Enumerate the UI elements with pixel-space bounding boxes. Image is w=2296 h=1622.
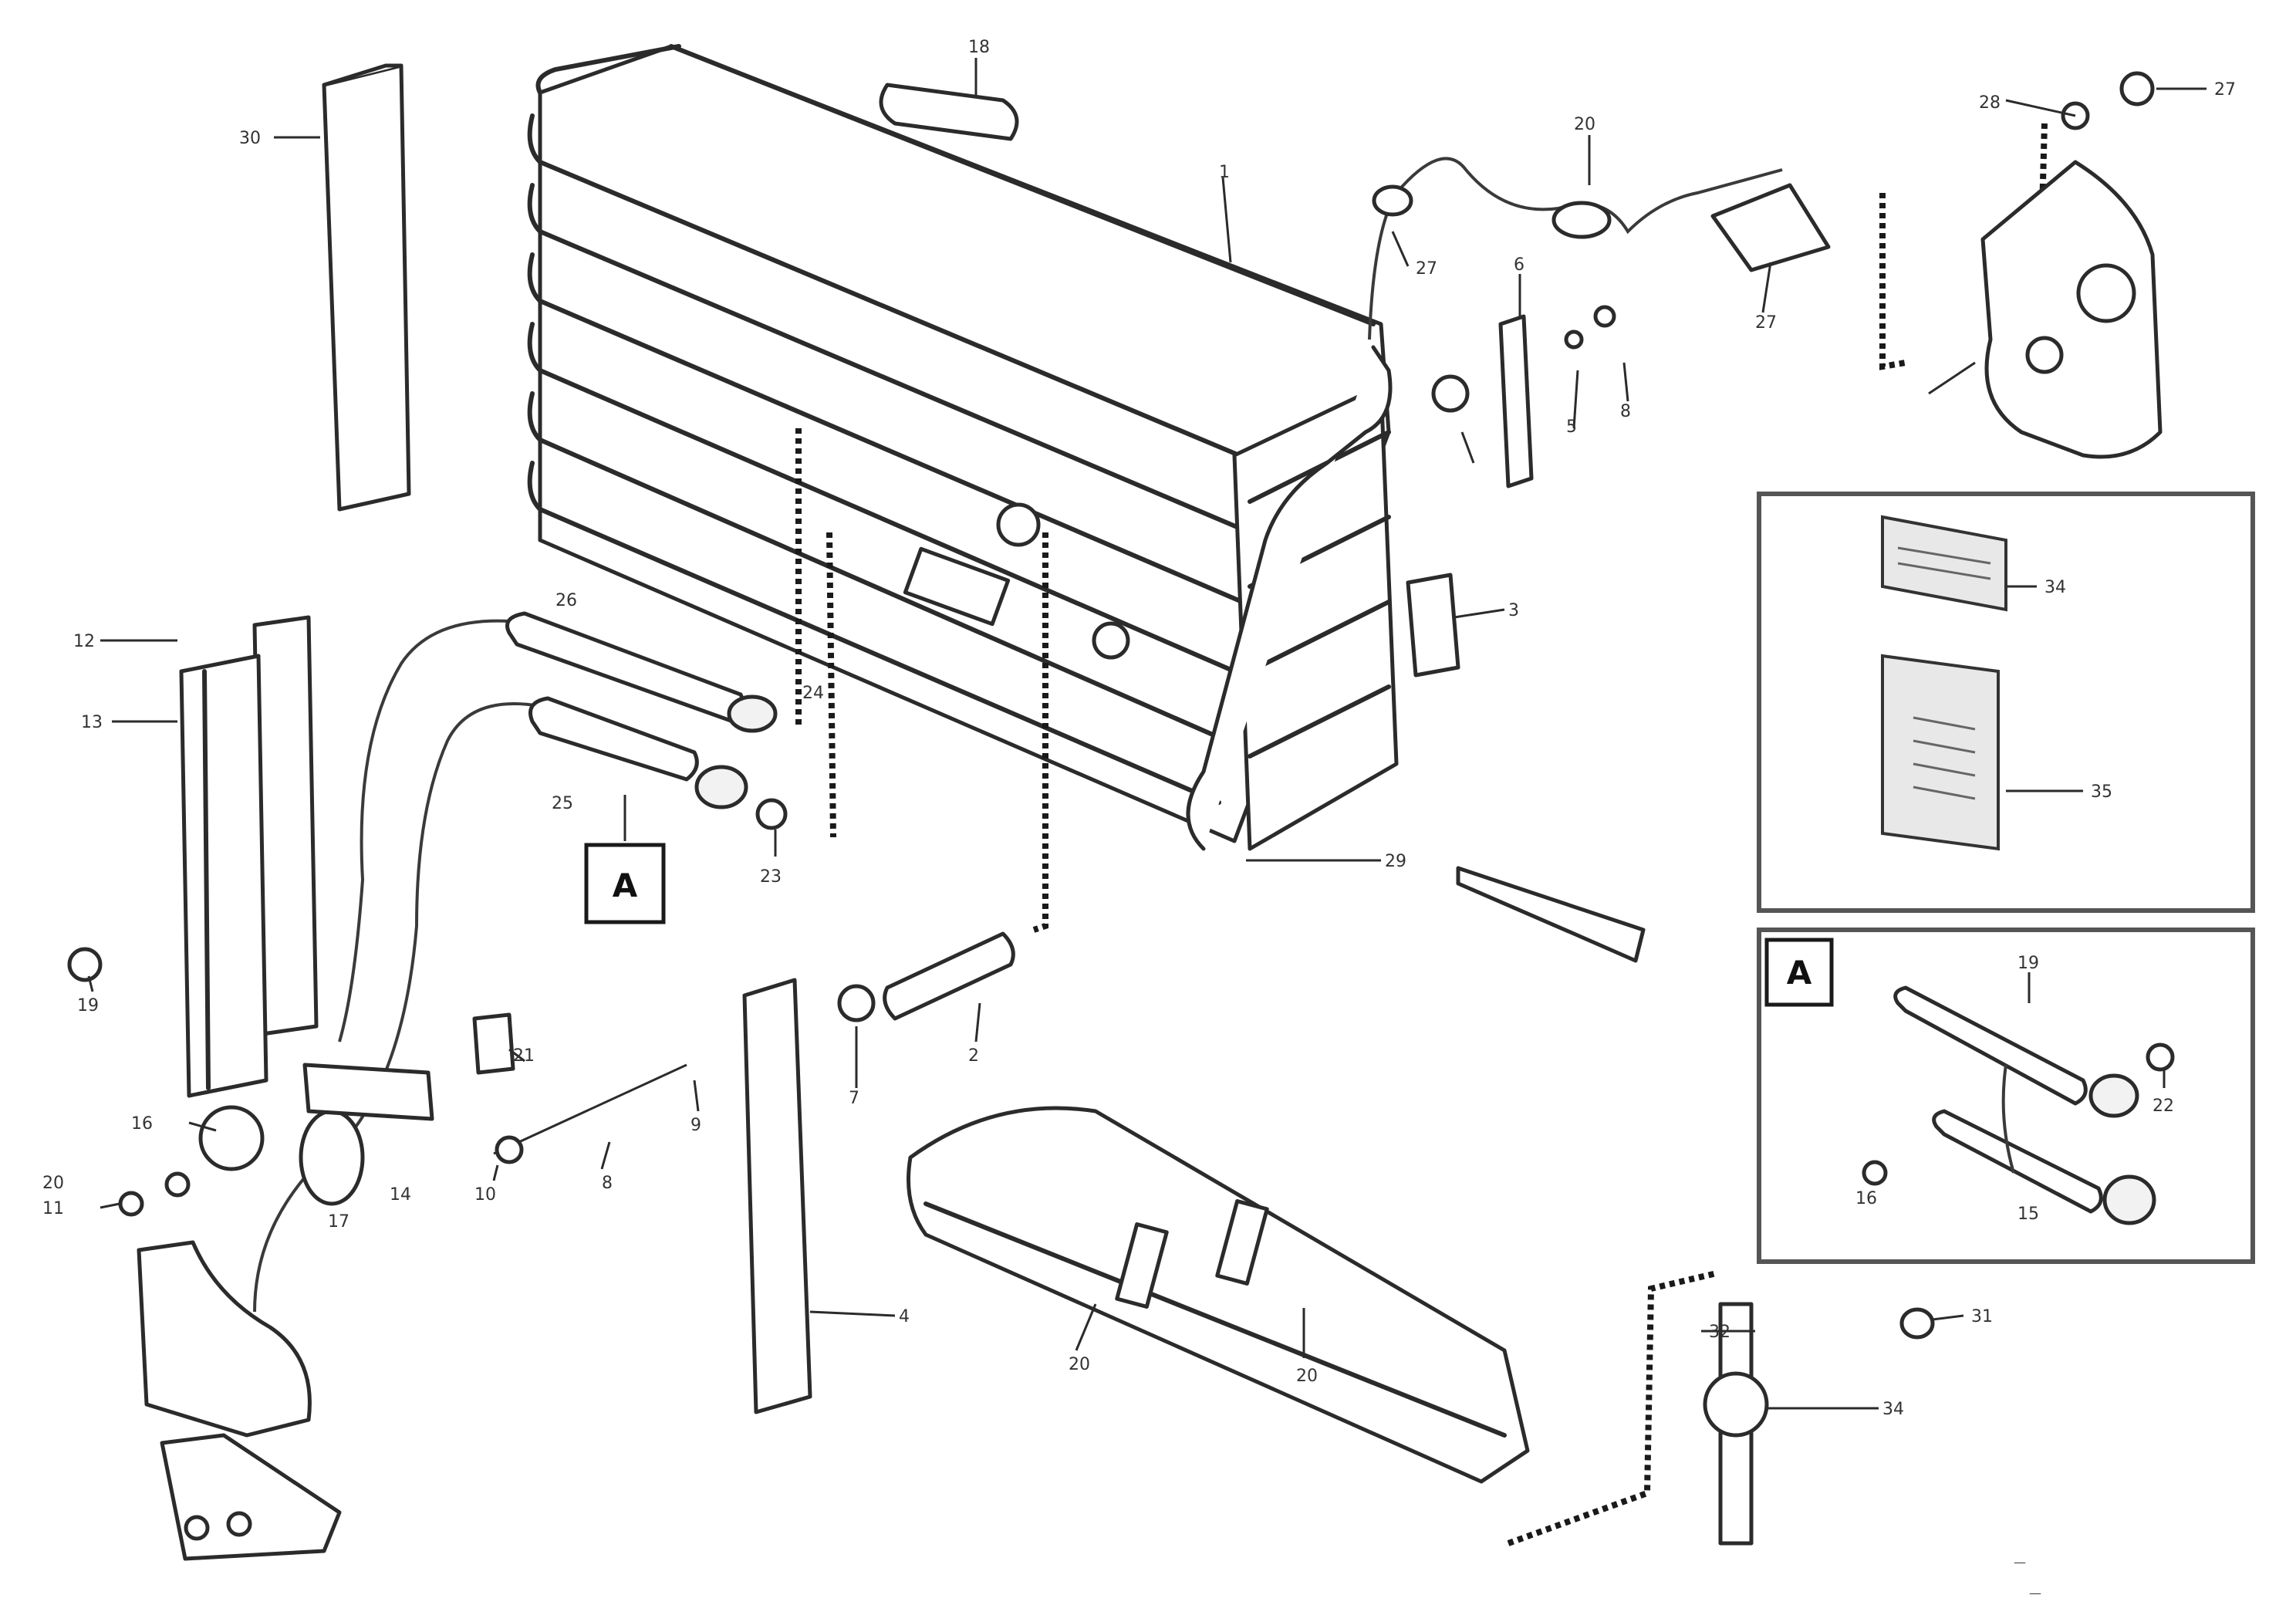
tube-25	[528, 696, 748, 809]
callout-27b: 27	[1755, 313, 1777, 333]
callout-34b: 34	[1882, 1400, 1904, 1419]
inset-detail-a	[1757, 928, 2255, 1264]
callout-32: 32	[1709, 1323, 1730, 1342]
callout-27c: 27	[2214, 80, 2236, 100]
callout-6: 6	[1514, 255, 1524, 275]
pin-assembly	[1703, 1302, 1935, 1546]
callout-23: 23	[760, 867, 782, 887]
callout-12: 12	[73, 632, 95, 651]
hose-top-right	[1368, 157, 1831, 488]
lower-left-fittings	[67, 947, 687, 1561]
side-bracket-assembly	[179, 615, 319, 1098]
bottom-seal-assembly	[907, 1106, 1530, 1484]
drawing-reference: — —	[2014, 1555, 2041, 1600]
callout-11: 11	[42, 1199, 64, 1218]
pad-3	[1406, 573, 1460, 678]
callout-27: 27	[1416, 259, 1437, 279]
arrow-bar	[1456, 866, 1646, 963]
callout-1: 1	[1219, 163, 1230, 182]
callout-15: 15	[2017, 1205, 2039, 1224]
callout-20d: 20	[1296, 1367, 1318, 1386]
callout-21: 21	[513, 1046, 535, 1066]
callout-9: 9	[690, 1116, 701, 1135]
svg-text:—: —	[2029, 1586, 2041, 1600]
washer-7	[837, 984, 876, 1022]
strip-4	[742, 978, 812, 1414]
callout-5: 5	[1566, 417, 1577, 437]
callout-17: 17	[328, 1212, 349, 1232]
nut-22-lower	[755, 798, 788, 830]
callout-25: 25	[552, 794, 573, 813]
callout-14: 14	[390, 1185, 411, 1205]
callout-22: 22	[2152, 1097, 2174, 1116]
callout-19: 19	[77, 996, 99, 1015]
callout-28: 28	[1979, 93, 2001, 113]
callout-labels: 1 18 30 20 27 27 28 27 6 8 5 3 12 13 34 …	[42, 38, 2236, 1419]
callout-20c: 20	[42, 1174, 64, 1193]
callout-30: 30	[239, 129, 261, 148]
inset-decals	[1757, 492, 2255, 913]
callout-29: 29	[1385, 852, 1406, 871]
callout-24: 24	[802, 684, 824, 703]
top-seal-strip	[879, 83, 1019, 141]
callout-20: 20	[1574, 115, 1595, 134]
callout-35: 35	[2091, 782, 2112, 802]
leader-lines	[87, 58, 2207, 1410]
callout-4: 4	[899, 1307, 910, 1326]
callout-34: 34	[2044, 578, 2066, 597]
callout-19b: 19	[2017, 954, 2039, 973]
callout-16: 16	[131, 1114, 153, 1134]
callout-20b: 20	[1069, 1355, 1090, 1374]
callout-2: 2	[968, 1046, 979, 1066]
callout-10: 10	[474, 1185, 496, 1205]
hinge-bracket	[1928, 71, 2163, 459]
tube-26	[505, 611, 778, 733]
side-panel-upper	[322, 63, 411, 512]
callout-8b: 8	[602, 1174, 613, 1193]
sleeve-2	[883, 931, 1015, 1021]
svg-text:A: A	[1787, 954, 1812, 992]
detail-tag-inset: A	[1764, 938, 1834, 1007]
callout-26: 26	[555, 591, 577, 610]
callout-3: 3	[1508, 601, 1519, 620]
cooler-core	[527, 44, 1399, 851]
callout-31: 31	[1971, 1307, 1993, 1326]
svg-text:A: A	[613, 867, 638, 904]
callout-18: 18	[968, 38, 990, 57]
callout-7: 7	[849, 1089, 859, 1108]
detail-tag-main: A	[584, 843, 666, 924]
callout-16b: 16	[1855, 1189, 1877, 1208]
svg-text:—: —	[2014, 1555, 2026, 1570]
callout-13: 13	[81, 713, 103, 732]
callout-8: 8	[1620, 402, 1631, 421]
hose-lines	[253, 619, 541, 1313]
